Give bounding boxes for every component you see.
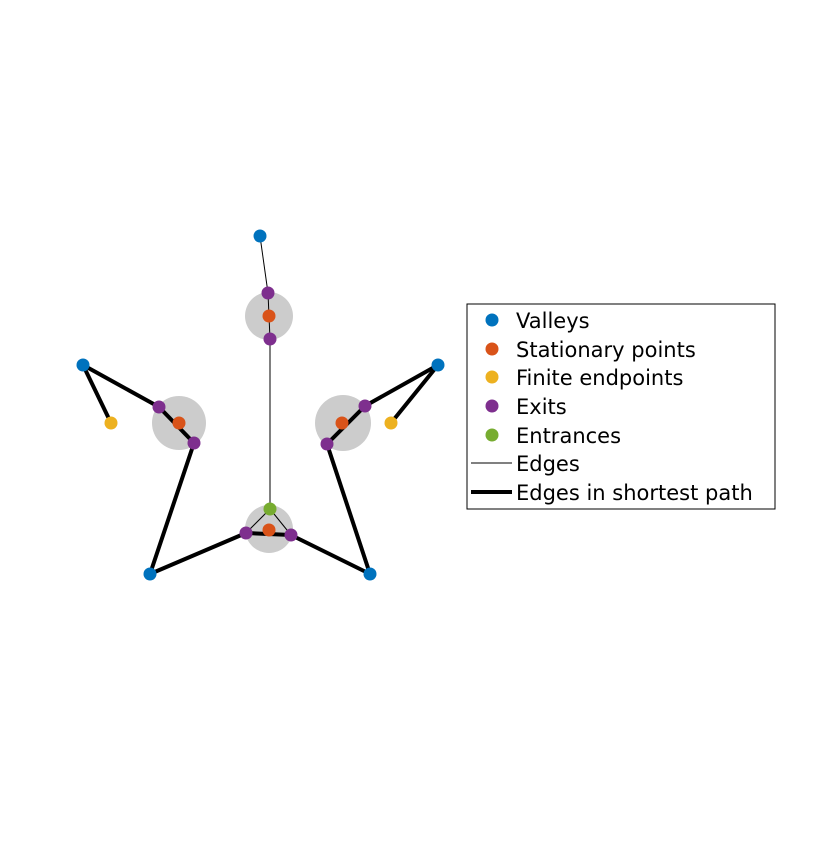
legend-exits-label: Exits [516,395,567,419]
legend-stationary-marker [485,342,499,356]
endpoint-node [104,416,118,430]
shortest-edge [389,363,440,425]
exit-node [261,286,275,300]
entrance-nodes [263,502,277,516]
shortest-edge [363,363,440,408]
exit-node [358,399,372,413]
exit-node [320,437,334,451]
shortest-edge [81,363,113,425]
legend-entrances-marker [485,428,499,442]
stationary-node [335,416,349,430]
stationary-nodes [172,309,349,537]
exit-node [152,400,166,414]
legend-endpoints-label: Finite endpoints [516,366,683,390]
legend-exits-marker [485,399,499,413]
valley-nodes [76,229,445,581]
edge [259,235,269,294]
shortest-edge [148,441,196,576]
legend-edges-label: Edges [516,452,580,476]
exit-node [263,332,277,346]
shortest-edge [148,531,248,576]
legend-entrances-label: Entrances [516,424,621,448]
edges [245,235,292,536]
exit-node [239,526,253,540]
legend-valleys-marker [485,313,499,327]
stationary-node [172,416,186,430]
exit-node [187,436,201,450]
entrance-node [263,502,277,516]
shortest-path-edges [81,363,440,576]
valley-node [143,567,157,581]
valley-node [253,229,267,243]
legend-valleys-label: Valleys [516,309,590,333]
stationary-node [262,523,276,537]
legend-box [466,303,776,510]
stationary-node [262,309,276,323]
exit-nodes [152,286,372,542]
valley-node [76,358,90,372]
shortest-edge [325,442,372,576]
endpoint-nodes [104,416,398,430]
valley-node [431,358,445,372]
endpoint-node [384,416,398,430]
legend-stationary-label: Stationary points [516,338,696,362]
legend-shortest-label: Edges in shortest path [516,481,753,505]
valley-node [363,567,377,581]
shortest-edge [289,533,372,576]
shortest-edge [81,363,161,409]
legend: Valleys Stationary points Finite endpoin… [466,303,776,510]
legend-endpoints-marker [485,370,499,384]
exit-node [284,528,298,542]
